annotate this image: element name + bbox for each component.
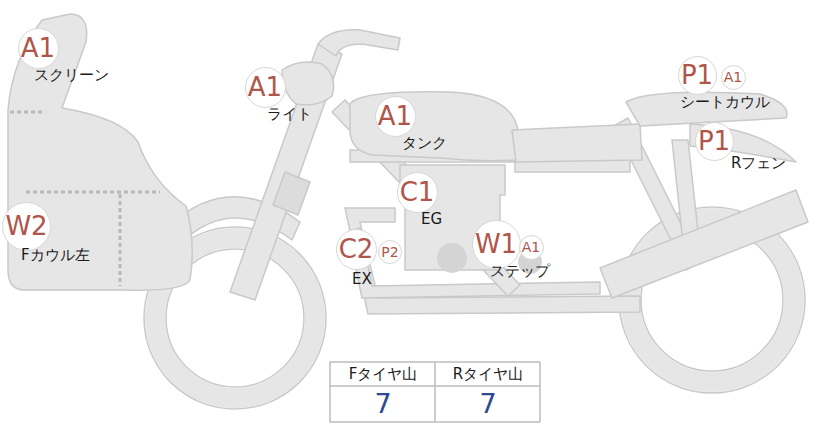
callout-code: W2 — [5, 213, 47, 239]
callout-circle: P1 — [678, 56, 717, 95]
part-label: EX — [352, 271, 372, 288]
callout-circle: W2 — [2, 202, 51, 251]
table-cell: Rタイヤ山 — [436, 366, 540, 383]
callout-circle: W1 — [472, 220, 521, 269]
callout-code: A1 — [522, 240, 540, 254]
part-label: スクリーン — [34, 67, 109, 84]
callout-code: C2 — [339, 236, 374, 262]
callout-circle: A1 — [519, 235, 544, 260]
callout-code: C1 — [400, 179, 435, 205]
callout-circle: P2 — [378, 240, 402, 264]
callout-code: A1 — [378, 103, 412, 129]
part-label: シートカウル — [680, 94, 770, 111]
callout-circle: A1 — [721, 65, 746, 90]
callout-circle: C2 — [336, 229, 377, 270]
part-label: ステップ — [490, 263, 550, 280]
callout-code: A1 — [248, 74, 282, 100]
callout-circle: A1 — [18, 28, 59, 69]
callout-code: A1 — [21, 35, 55, 61]
part-label: Rフェン — [731, 155, 786, 172]
callout-code: P2 — [381, 245, 398, 259]
callout-circle: A1 — [245, 67, 286, 108]
table-cell: 7 — [436, 389, 540, 419]
callout-circle: P1 — [695, 122, 734, 161]
callout-code: W1 — [475, 231, 517, 257]
callout-code: P1 — [698, 128, 730, 154]
part-label: Fカウル左 — [21, 247, 90, 264]
callout-code: A1 — [724, 70, 742, 84]
callout-code: P1 — [681, 62, 713, 88]
part-label: タンク — [402, 135, 447, 152]
callout-circle: A1 — [375, 96, 416, 137]
part-label: ライト — [267, 106, 312, 123]
table-cell: 7 — [331, 389, 435, 419]
callout-circle: C1 — [397, 172, 438, 213]
table-cell: Fタイヤ山 — [331, 366, 435, 383]
tread-table — [330, 362, 540, 422]
part-label: EG — [421, 211, 442, 228]
